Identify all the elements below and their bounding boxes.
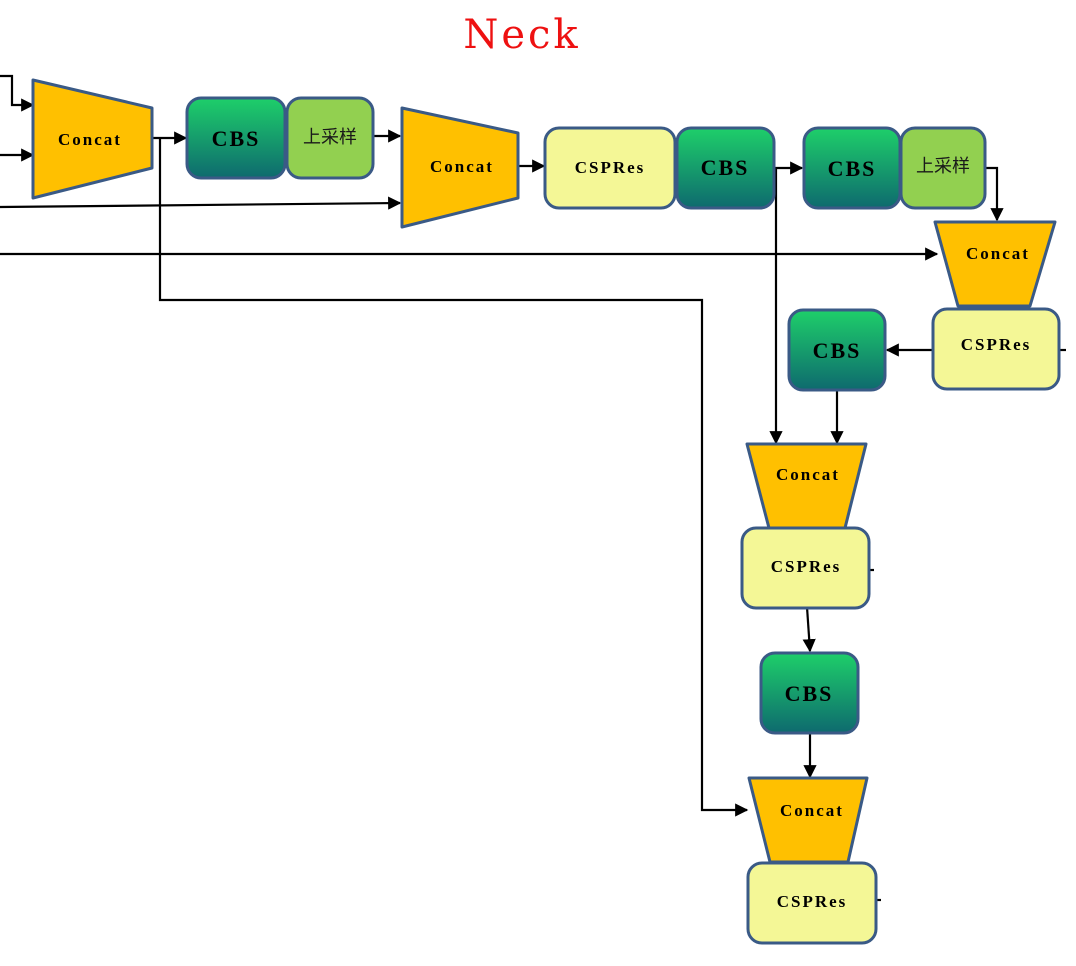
concat-block-2: Concat — [400, 106, 520, 229]
concat-block-3: Concat — [933, 220, 1057, 308]
cspres-block-4: CSPRes — [746, 861, 878, 945]
cspres-label: CSPRes — [961, 335, 1032, 354]
cspres-block-1: CSPRes — [543, 126, 677, 210]
concat1-branch-to-concat7 — [158, 138, 749, 817]
concat-block-5: Concat — [745, 442, 868, 530]
cbs-block-5: CBS — [759, 651, 860, 735]
cbs-block-2: CBS — [675, 126, 776, 210]
upsample2-to-concat3 — [985, 166, 1004, 222]
cbs-label: CBS — [813, 338, 862, 363]
cbs-label: CBS — [785, 681, 834, 706]
cspres-block-2: CSPRes — [931, 307, 1061, 391]
cbs-block-4: CBS — [787, 308, 887, 392]
input-line-3 — [0, 196, 402, 210]
cbs-label: CBS — [212, 126, 261, 151]
cbs-block-3: CBS — [802, 126, 902, 210]
upsample-block-2: 上采样 — [899, 126, 987, 210]
concat-label: Concat — [966, 244, 1030, 263]
concat-block-7: Concat — [747, 776, 869, 864]
diagram-title: Neck — [463, 12, 580, 58]
upsample-label: 上采样 — [303, 127, 357, 148]
concat-label: Concat — [430, 157, 494, 176]
upsample-label: 上采样 — [916, 156, 970, 177]
cbs-label: CBS — [828, 156, 877, 181]
cspres-label: CSPRes — [771, 557, 842, 576]
concat-label: Concat — [58, 130, 122, 149]
cbs-block-1: CBS — [185, 96, 287, 180]
cspres-label: CSPRes — [777, 892, 848, 911]
concat-block-1: Concat — [31, 78, 154, 200]
cspres3-to-cbs5 — [802, 606, 816, 653]
cspres-block-3: CSPRes — [740, 526, 871, 610]
connectors — [0, 74, 1066, 902]
cbs-label: CBS — [701, 155, 750, 180]
upsample-block-1: 上采样 — [285, 96, 375, 180]
input-line-1 — [0, 74, 35, 112]
concat-label: Concat — [776, 465, 840, 484]
cspres-label: CSPRes — [575, 158, 646, 177]
concat-label: Concat — [780, 801, 844, 820]
